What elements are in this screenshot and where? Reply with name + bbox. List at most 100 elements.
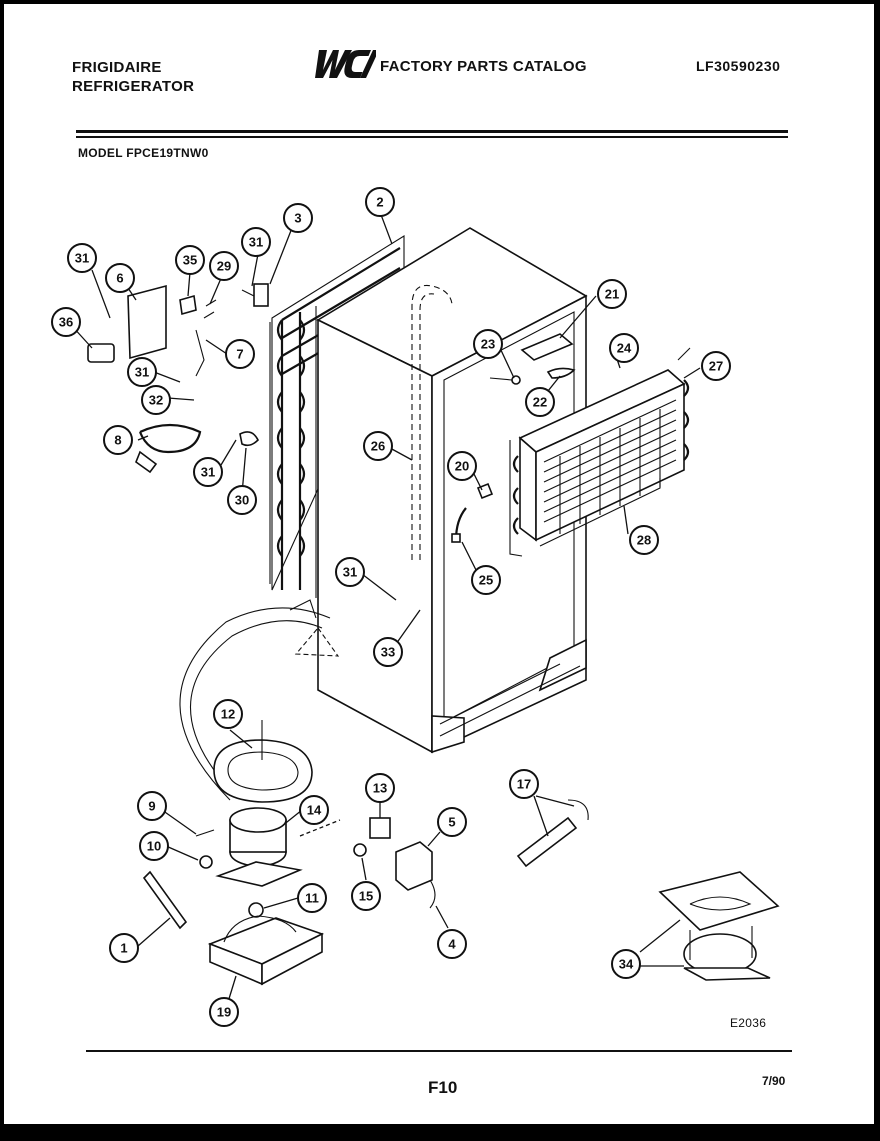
callout-19: 19 xyxy=(209,997,239,1027)
callout-36: 36 xyxy=(51,307,81,337)
svg-text:28: 28 xyxy=(637,533,651,548)
valve-tube xyxy=(567,799,589,821)
callout-17: 17 xyxy=(509,769,539,799)
svg-text:14: 14 xyxy=(307,803,322,818)
callout-20: 20 xyxy=(447,451,477,481)
svg-text:20: 20 xyxy=(455,459,469,474)
light-switch xyxy=(87,343,115,363)
svg-text:6: 6 xyxy=(116,271,123,286)
service-valve xyxy=(516,816,578,868)
drain-tube xyxy=(411,284,453,560)
svg-text:31: 31 xyxy=(343,565,357,580)
condenser-coil xyxy=(269,235,405,598)
mount-bracket xyxy=(289,599,317,619)
svg-text:32: 32 xyxy=(149,393,163,408)
clip xyxy=(195,829,215,837)
page-number: F10 xyxy=(428,1078,458,1097)
callout-31-c: 31 xyxy=(127,357,157,387)
start-relay xyxy=(369,817,391,839)
svg-text:7: 7 xyxy=(236,347,243,362)
relay xyxy=(179,294,197,316)
model-label: MODEL FPCE19TNW0 xyxy=(78,146,209,160)
callout-24: 24 xyxy=(609,333,639,363)
svg-text:33: 33 xyxy=(381,645,395,660)
heater-clip xyxy=(451,533,461,543)
callout-7: 7 xyxy=(225,339,255,369)
grommet xyxy=(199,855,213,869)
svg-text:21: 21 xyxy=(605,287,619,302)
leader-lines xyxy=(71,211,701,1003)
callout-26: 26 xyxy=(363,431,393,461)
svg-text:25: 25 xyxy=(479,573,493,588)
plug xyxy=(135,450,158,474)
brand-block: FRIGIDAIRE REFRIGERATOR xyxy=(72,58,194,96)
callout-23: 23 xyxy=(473,329,503,359)
drain-pan xyxy=(213,720,313,803)
svg-text:34: 34 xyxy=(619,957,634,972)
catalog-title: FACTORY PARTS CATALOG xyxy=(380,58,587,75)
callout-28: 28 xyxy=(629,525,659,555)
capacitor xyxy=(395,841,433,891)
svg-text:3: 3 xyxy=(294,211,301,226)
cord-clip xyxy=(239,431,259,447)
svg-text:17: 17 xyxy=(517,777,531,792)
callout-31-e: 31 xyxy=(335,557,365,587)
callout-4: 4 xyxy=(437,929,467,959)
svg-text:15: 15 xyxy=(359,889,373,904)
svg-text:35: 35 xyxy=(183,253,197,268)
washer xyxy=(248,902,264,918)
svg-text:9: 9 xyxy=(148,799,155,814)
callout-5: 5 xyxy=(437,807,467,837)
svg-text:24: 24 xyxy=(617,341,632,356)
footer-rule xyxy=(86,1050,792,1052)
svg-text:31: 31 xyxy=(75,251,89,266)
callout-3: 3 xyxy=(283,203,313,233)
callout-14: 14 xyxy=(299,795,329,825)
callout-31-a: 31 xyxy=(67,243,97,273)
svg-text:22: 22 xyxy=(533,395,547,410)
fuse-link xyxy=(142,870,188,930)
svg-text:31: 31 xyxy=(201,465,215,480)
brand-name: FRIGIDAIRE xyxy=(72,59,162,76)
evaporator xyxy=(509,347,691,557)
callout-bubbles: 1 2 3 4 5 6 7 8 9 10 11 12 13 14 15 17 1… xyxy=(51,187,731,1027)
callout-1: 1 xyxy=(109,933,139,963)
callout-32: 32 xyxy=(141,385,171,415)
svg-text:30: 30 xyxy=(235,493,249,508)
control-knob xyxy=(546,367,576,379)
callout-6: 6 xyxy=(105,263,135,293)
svg-text:31: 31 xyxy=(135,365,149,380)
callout-21: 21 xyxy=(597,279,627,309)
callout-25-upper: 25 xyxy=(471,565,501,595)
product-type: REFRIGERATOR xyxy=(72,78,195,95)
callout-2: 2 xyxy=(365,187,395,217)
revision-date: 7/90 xyxy=(762,1074,786,1088)
svg-text:29: 29 xyxy=(217,259,231,274)
overload xyxy=(353,843,367,857)
callout-34: 34 xyxy=(611,949,641,979)
wci-logo xyxy=(315,50,376,78)
thermostat-housing xyxy=(520,333,574,361)
svg-text:11: 11 xyxy=(305,891,319,906)
callout-35: 35 xyxy=(175,245,205,275)
callout-31-b: 31 xyxy=(241,227,271,257)
callout-31-d: 31 xyxy=(193,457,223,487)
header-rule-top xyxy=(76,130,788,133)
svg-text:8: 8 xyxy=(114,433,121,448)
callout-30: 30 xyxy=(227,485,257,515)
drain-tube-inner xyxy=(419,293,435,560)
callout-8: 8 xyxy=(103,425,133,455)
damper-control xyxy=(476,482,494,500)
svg-text:23: 23 xyxy=(481,337,495,352)
compressor xyxy=(215,807,303,887)
catalog-number: LF30590230 xyxy=(696,58,781,74)
callout-27: 27 xyxy=(701,351,731,381)
figure-code: E2036 xyxy=(730,1016,767,1030)
svg-text:10: 10 xyxy=(147,839,161,854)
header-rule-bottom xyxy=(76,136,788,138)
callout-29: 29 xyxy=(209,251,239,281)
svg-text:5: 5 xyxy=(448,815,455,830)
callout-9: 9 xyxy=(137,791,167,821)
callout-10: 10 xyxy=(139,831,169,861)
